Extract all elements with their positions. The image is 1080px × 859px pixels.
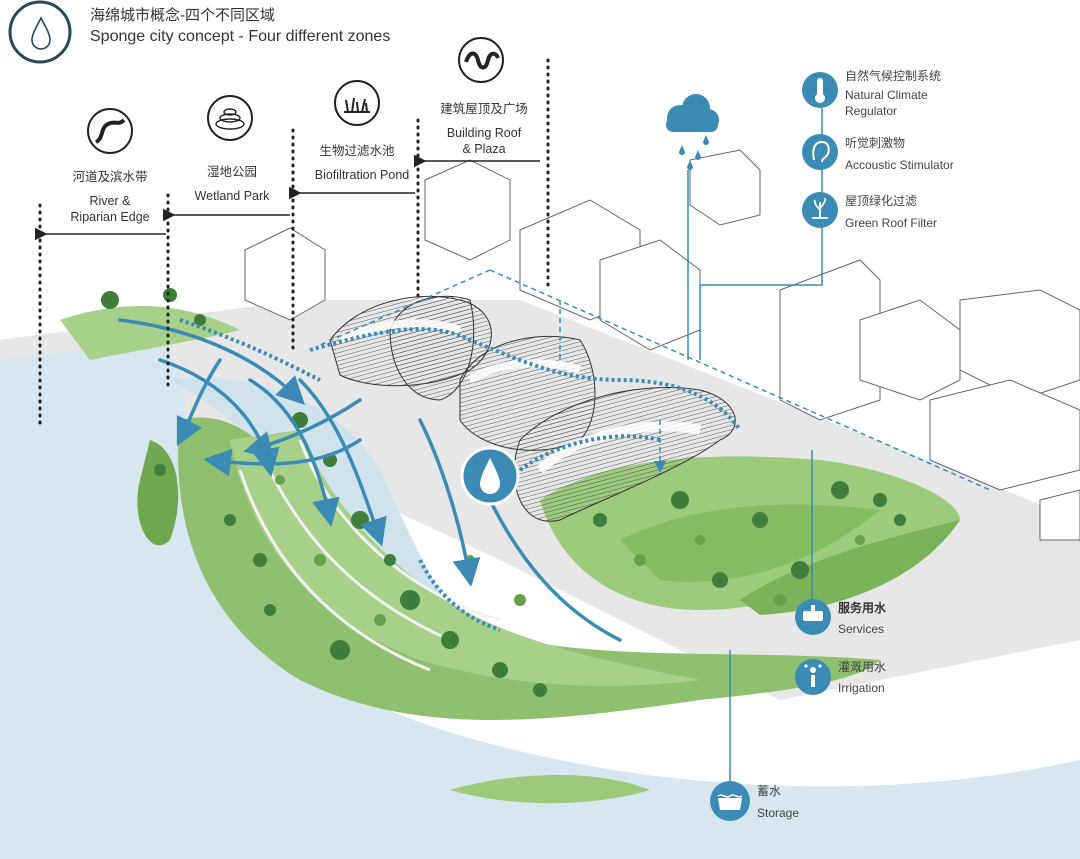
thermometer-icon [802, 72, 838, 108]
zone-wetland-zh: 湿地公园 [206, 165, 257, 179]
zone-roof-zh: 建筑屋顶及广场 [440, 102, 528, 116]
use-storage-en: Storage [757, 806, 800, 820]
use-storage-zh: 蓄水 [757, 784, 782, 798]
zone-roof-en-2: & Plaza [462, 142, 506, 156]
water-drop-center-icon [460, 446, 520, 506]
sink-icon [795, 599, 831, 635]
river-icon [87, 108, 133, 154]
sprinkler-icon [795, 659, 831, 695]
water-flow [118, 318, 622, 642]
zone-boundaries [38, 58, 550, 427]
tree-clusters [101, 288, 906, 697]
river [0, 340, 1080, 859]
zone-river-en-2: Riparian Edge [70, 210, 150, 224]
ear-icon [802, 134, 838, 170]
island [137, 440, 179, 546]
park-outer [178, 417, 881, 720]
drainage-lines [319, 269, 991, 491]
function-acoustic-zh: 听觉刺激物 [845, 136, 906, 150]
use-irrigation-zh: 灌溉用水 [838, 660, 887, 674]
sculpted-buildings [329, 295, 736, 522]
water-flow-dashed [179, 318, 742, 632]
wave-icon [458, 37, 504, 83]
title-en: Sponge city concept - Four different zon… [90, 28, 391, 45]
zone-arrows [34, 154, 540, 241]
function-climate-zh: 自然气候控制系统 [845, 69, 942, 83]
zone-biofiltration-zh: 生物过滤水池 [319, 144, 395, 158]
plant-icon [802, 192, 838, 228]
function-acoustic-en: Accoustic Stimulator [845, 158, 954, 172]
wetland-icon [207, 95, 253, 141]
title-drop-icon [8, 0, 72, 64]
grass-icon [334, 80, 380, 126]
zone-roof-en-1: Building Roof [446, 126, 522, 140]
zone-river-zh: 河道及滨水带 [72, 170, 148, 184]
use-services-zh: 服务用水 [838, 601, 887, 615]
function-climate-en-2: Regulator [845, 104, 898, 118]
function-roof-filter-en: Green Roof Filter [845, 216, 938, 230]
use-services-en: Services [838, 622, 885, 636]
cloud-icon [666, 94, 719, 170]
function-climate-en-1: Natural Climate [845, 88, 928, 102]
title-zh: 海绵城市概念-四个不同区域 [90, 7, 275, 24]
zone-biofiltration-en: Biofiltration Pond [314, 168, 410, 182]
tank-icon [710, 781, 750, 821]
use-irrigation-en: Irrigation [838, 681, 885, 695]
zone-wetland-en: Wetland Park [194, 189, 270, 203]
function-roof-filter-zh: 屋顶绿化过滤 [845, 194, 918, 208]
lower-island [450, 775, 650, 804]
city-blocks [244, 149, 1080, 541]
zone-river-en-1: River & [89, 194, 131, 208]
park-mid [230, 430, 700, 686]
